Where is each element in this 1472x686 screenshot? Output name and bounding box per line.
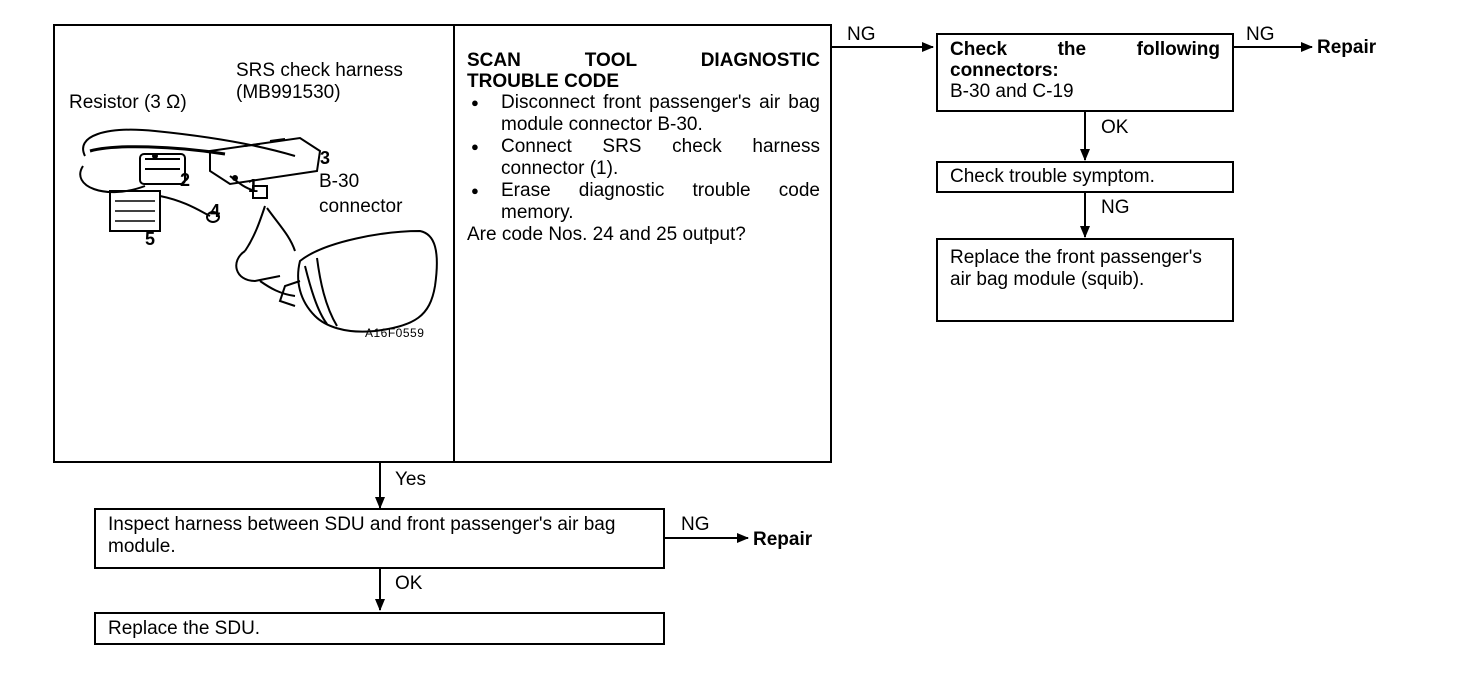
scan-step-2: Connect SRS check harness connector (1). (467, 136, 820, 180)
ng-label-2: NG (1246, 24, 1275, 45)
label-b30-line1: B-30 (319, 171, 360, 192)
check-connectors-box: Check the following connectors: B-30 and… (936, 33, 1234, 112)
ok-label-bottom: OK (395, 573, 423, 594)
harness-illustration: SRS check harness (MB991530) Resistor (3… (55, 26, 453, 461)
repair-label-2: Repair (753, 529, 813, 550)
replace-module-text: Replace the front passenger's air bag mo… (950, 247, 1202, 290)
inspect-box-text: Inspect harness between SDU and front pa… (108, 514, 616, 557)
box-divider (453, 24, 455, 463)
inspect-harness-box: Inspect harness between SDU and front pa… (94, 508, 665, 569)
ok-label-right: OK (1101, 117, 1129, 138)
scan-step-1: Disconnect front passenger's air bag mod… (467, 92, 820, 136)
callout-3: 3 (320, 148, 331, 168)
callout-5: 5 (145, 229, 156, 249)
replace-sdu-box: Replace the SDU. (94, 612, 665, 645)
replace-module-box: Replace the front passenger's air bag mo… (936, 238, 1234, 322)
callout-4: 4 (210, 201, 221, 221)
symptom-box-text: Check trouble symptom. (950, 166, 1155, 187)
figure-code: A16F0559 (365, 326, 425, 340)
scan-title-line2: TROUBLE CODE (467, 71, 619, 92)
callout-1: 1 (248, 176, 259, 196)
label-check-harness: SRS check harness (236, 60, 403, 81)
replace-sdu-text: Replace the SDU. (108, 618, 261, 639)
callout-2: 2 (180, 170, 191, 190)
ng-label-1: NG (847, 24, 876, 45)
connectors-box-value: B-30 and C-19 (950, 81, 1074, 102)
label-resistor: Resistor (3 Ω) (69, 92, 187, 113)
scan-step-3: Erase diagnostic trouble code memory. (467, 180, 820, 224)
repair-label-1: Repair (1317, 37, 1377, 58)
harness-drawing (79, 128, 438, 333)
yes-label: Yes (395, 469, 426, 490)
scan-question: Are code Nos. 24 and 25 output? (467, 224, 746, 245)
connectors-box-title: Check the following connectors: (950, 39, 1220, 81)
scan-step-text: SCAN TOOL DIAGNOSTIC TROUBLE CODE Discon… (467, 50, 820, 246)
check-symptom-box: Check trouble symptom. (936, 161, 1234, 193)
ng-label-bottom: NG (681, 514, 710, 535)
label-harness-part: (MB991530) (236, 82, 341, 103)
scan-title-line1: SCAN TOOL DIAGNOSTIC (467, 50, 820, 71)
scan-step-list: Disconnect front passenger's air bag mod… (467, 92, 820, 224)
label-b30-line2: connector (319, 196, 403, 217)
ng-label-3: NG (1101, 197, 1130, 218)
